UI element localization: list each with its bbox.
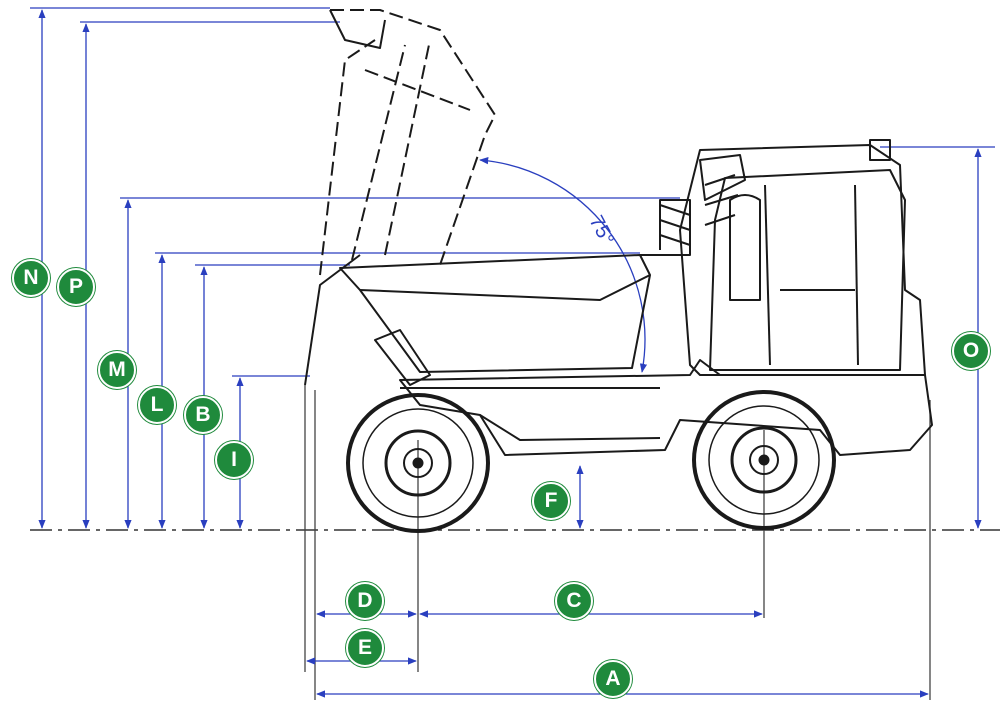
skip-lip (329, 9, 386, 49)
beacon (869, 139, 891, 161)
front-wheel (346, 393, 490, 533)
cab (679, 144, 926, 376)
badge-M: M (98, 351, 136, 389)
tilt-angle-arc (479, 157, 648, 373)
dumper-machine (304, 9, 933, 456)
badge-I: I (215, 441, 253, 479)
badge-C: C (555, 582, 593, 620)
skip-front-edge (304, 254, 361, 386)
badge-B: B (184, 396, 222, 434)
badge-D: D (346, 582, 384, 620)
badge-E: E (346, 629, 384, 667)
badge-O: O (952, 332, 990, 370)
badge-P: P (57, 268, 95, 306)
dimension-lines (30, 7, 995, 700)
badge-L: L (138, 386, 176, 424)
raised-skip (319, 9, 496, 276)
badge-F: F (532, 482, 570, 520)
chassis (399, 359, 933, 456)
badge-N: N (12, 259, 50, 297)
badge-A: A (594, 660, 632, 698)
rear-wheel (692, 390, 836, 530)
